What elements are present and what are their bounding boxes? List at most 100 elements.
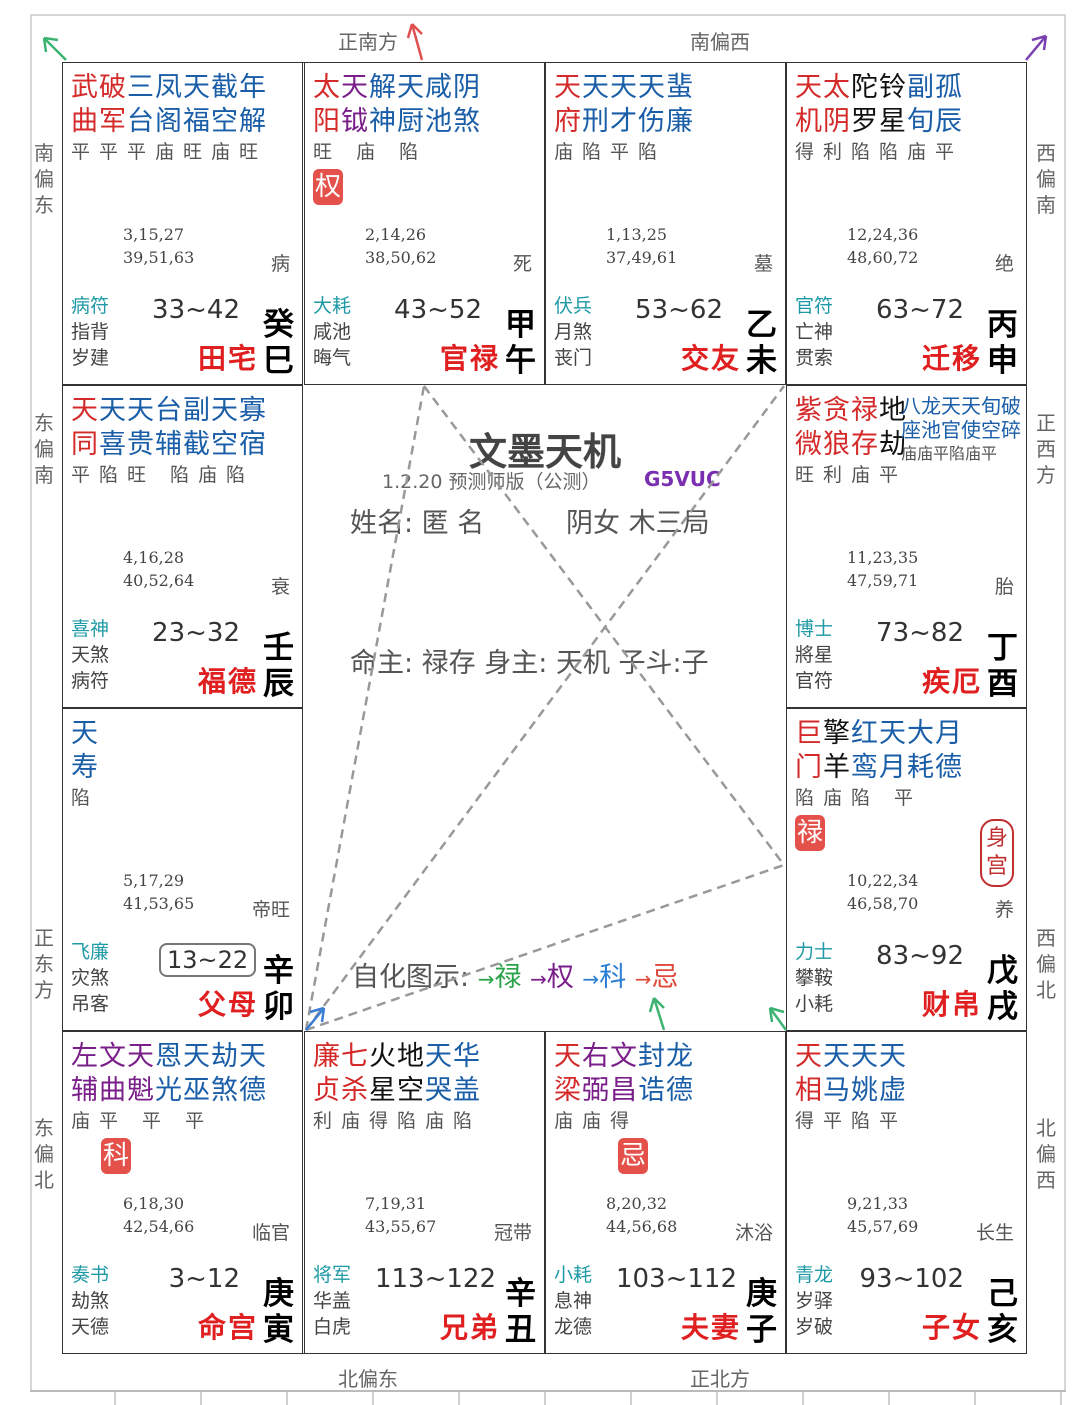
palace-shen[interactable]: 天太陀铃副孤 机阴罗星旬辰 得利陷陷庙平 12,24,36 48,60,72 绝… [786, 62, 1027, 385]
star-char: 厨 [397, 106, 425, 137]
star-char: 天 [823, 1041, 851, 1072]
palace-you[interactable]: 紫贪禄地 微狼存劫 旺利庙平 八龙天天旬破 座池官使空碎 庙庙平陷庙平 11,2… [786, 385, 1027, 708]
star-char: 天 [341, 72, 369, 103]
god-primary: 博士 [795, 618, 834, 640]
star-char: 相 [795, 1075, 823, 1106]
star-char: 罗 [851, 106, 879, 137]
decade-range: 53~62 [635, 295, 723, 325]
star-char: 凤 [155, 72, 183, 103]
palace-name: 交友 [680, 342, 741, 375]
star-list: 天天天台副天寡 同喜贵辅截空宿 平陷旺 陷庙陷 [71, 394, 296, 488]
palace-si[interactable]: 武破三凤天截年 曲军台阁福空解 平平平庙旺庙旺 3,15,27 39,51,63… [62, 62, 303, 385]
minor-stars-bottom: 座池官使空碎 [901, 418, 1021, 442]
star-char: 华 [453, 1041, 481, 1072]
palace-mao[interactable]: 天 寿 陷 5,17,29 41,53,65 帝旺 飞廉 灾煞 吊客 13~22… [62, 708, 303, 1031]
god-list: 病符 指背 岁建 [71, 293, 109, 371]
star-char: 禄 [851, 395, 879, 426]
star-char: 天 [71, 718, 99, 749]
palace-hai[interactable]: 天天天天 相马姚虚 得平陷平 9,21,33 45,57,69 长生 青龙 岁驿… [786, 1031, 1027, 1354]
god-list: 奏书 劫煞 天德 [71, 1262, 109, 1340]
god-secondary: 月煞 [554, 321, 593, 343]
star-char: 煞 [211, 1075, 239, 1106]
star-char: 门 [795, 752, 823, 783]
star-char: 天 [425, 1041, 453, 1072]
star-brightness: 平陷旺 陷庙陷 [71, 464, 255, 486]
star-row-bottom: 相马姚虚 [795, 1074, 1020, 1108]
earthly-branch: 午 [505, 343, 536, 379]
age-list: 3,15,27 39,51,63 [123, 223, 194, 269]
palace-wu[interactable]: 太天解天咸阴 阳钺神厨池煞 旺 庙 陷 权 2,14,26 38,50,62 死… [304, 62, 545, 385]
star-char: 弼 [582, 1075, 610, 1106]
star-row-bottom: 微狼存劫 [795, 428, 1020, 462]
bottom-strip [30, 1390, 1066, 1405]
age-row: 42,54,66 [123, 1217, 195, 1236]
palace-name: 财帛 [921, 988, 982, 1021]
star-char: 空 [397, 1075, 425, 1106]
age-row: 12,24,36 [847, 225, 919, 244]
palace-chou[interactable]: 廉七火地天华 贞杀星空哭盖 利庙得陷庙陷 7,19,31 43,55,67 冠带… [304, 1031, 545, 1354]
star-char: 神 [369, 106, 397, 137]
star-char: 截 [183, 429, 211, 460]
god-list: 飞廉 灾煞 吊客 [71, 939, 109, 1017]
decade-range: 33~42 [152, 295, 240, 325]
god-tertiary: 小耗 [795, 993, 834, 1015]
age-row: 38,50,62 [365, 248, 437, 267]
star-char: 封 [638, 1041, 666, 1072]
legend-lu: 禄 [494, 962, 522, 993]
arrow-icon: → [530, 967, 547, 991]
heavenly-stem: 辛 [263, 953, 294, 989]
star-char: 副 [907, 72, 935, 103]
star-row-top: 廉七火地天华 [313, 1040, 538, 1074]
star-char: 廉 [313, 1041, 341, 1072]
star-brightness: 庙平 平 平 [71, 1110, 214, 1132]
transform-badge: 忌 [618, 1138, 648, 1174]
decade-range: 113~122 [374, 1264, 496, 1294]
palace-xu[interactable]: 巨擎红天大月 门羊鸾月耗德 陷庙陷 平 禄身宫 10,22,34 46,58,7… [786, 708, 1027, 1031]
star-char: 年 [239, 72, 267, 103]
star-char: 阴 [823, 106, 851, 137]
star-char: 宿 [239, 429, 267, 460]
life-stage: 临官 [251, 1222, 290, 1244]
life-stage: 长生 [975, 1222, 1014, 1244]
star-char: 陀 [851, 72, 879, 103]
gender-label: 阴女 木三局 [566, 508, 710, 539]
decade-range: 13~22 [159, 943, 257, 977]
star-char: 池 [425, 106, 453, 137]
palace-chen[interactable]: 天天天台副天寡 同喜贵辅截空宿 平陷旺 陷庙陷 4,16,28 40,52,64… [62, 385, 303, 708]
star-list: 天太陀铃副孤 机阴罗星旬辰 得利陷陷庙平 [795, 71, 1020, 165]
star-char: 寡 [239, 395, 267, 426]
star-char: 钺 [341, 106, 369, 137]
palace-name: 兄弟 [439, 1311, 500, 1344]
age-row: 41,53,65 [123, 894, 195, 913]
god-tertiary: 晦气 [313, 347, 352, 369]
body-palace-badge: 身宫 [980, 819, 1014, 887]
age-list: 2,14,26 38,50,62 [365, 223, 436, 269]
god-secondary: 天煞 [71, 644, 110, 666]
palace-yin[interactable]: 左文天恩天劫天 辅曲魁光巫煞德 庙平 平 平 科 6,18,30 42,54,6… [62, 1031, 303, 1354]
star-char: 微 [795, 429, 823, 460]
direction-right-1: 西偏南 [1036, 141, 1056, 217]
life-stage: 病 [270, 253, 290, 275]
star-char: 台 [127, 106, 155, 137]
life-stage: 死 [512, 253, 532, 275]
decade-range: 23~32 [152, 618, 240, 648]
decade-range: 73~82 [876, 618, 964, 648]
age-row: 1,13,25 [606, 225, 668, 244]
minor-stars-top: 八龙天天旬破 [901, 394, 1021, 418]
palace-zi[interactable]: 天右文封龙 梁弼昌诰德 庙庙得 忌 8,20,32 44,56,68 沐浴 小耗… [545, 1031, 786, 1354]
star-row-top: 天天天台副天寡 [71, 394, 296, 428]
age-list: 6,18,30 42,54,66 [123, 1192, 194, 1238]
life-stage: 胎 [994, 576, 1014, 598]
palace-wei[interactable]: 天天天天蜚 府刑才伤廉 庙陷平陷 1,13,25 37,49,61 墓 伏兵 月… [545, 62, 786, 385]
age-row: 5,17,29 [123, 871, 185, 890]
god-secondary: 攀鞍 [795, 967, 834, 989]
star-list: 武破三凤天截年 曲军台阁福空解 平平平庙旺庙旺 [71, 71, 296, 165]
star-row-bottom: 梁弼昌诰德 [554, 1074, 779, 1108]
heavenly-stem: 戊 [987, 953, 1018, 989]
star-char: 羊 [823, 752, 851, 783]
god-tertiary: 官符 [795, 670, 834, 692]
star-row-top: 天 [71, 717, 296, 751]
life-stage: 墓 [753, 253, 773, 275]
star-row-bottom: 辅曲魁光巫煞德 [71, 1074, 296, 1108]
god-tertiary: 贯索 [795, 347, 834, 369]
